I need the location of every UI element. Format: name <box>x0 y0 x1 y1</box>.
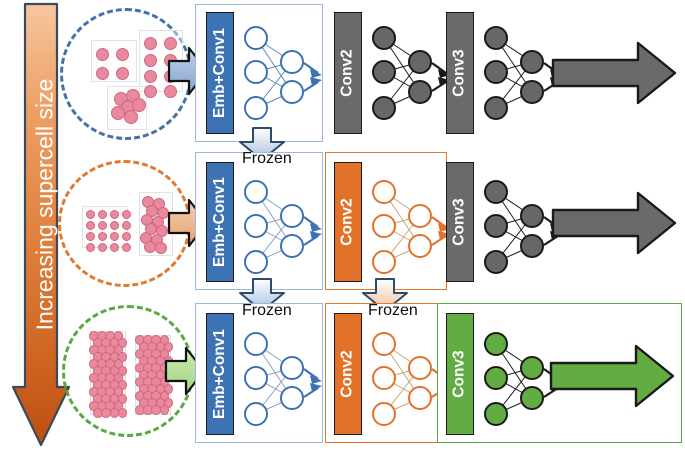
frozen-label-row3-embconv1: Frozen <box>242 302 292 319</box>
output-arrow-row2 <box>551 191 677 255</box>
conv-bar-row2-conv2[interactable]: Conv2 <box>334 162 362 282</box>
conv-bar-row1-embconv1[interactable]: Emb+Conv1 <box>206 12 234 134</box>
conv-bar-row1-conv2[interactable]: Conv2 <box>334 12 362 134</box>
conv-bar-label: Conv2 <box>339 198 356 246</box>
conv-bar-label: Conv2 <box>339 350 356 398</box>
frozen-label-row2-embconv1: Frozen <box>242 150 292 167</box>
atom-cluster-row2 <box>58 160 191 287</box>
network-row2-conv2 <box>366 176 452 280</box>
atom <box>159 405 170 415</box>
conv-bar-label: Emb+Conv1 <box>211 27 229 119</box>
conv-bar-row3-embconv1[interactable]: Emb+Conv1 <box>206 313 234 435</box>
conv-bar-label: Conv3 <box>451 350 468 398</box>
atom-cluster-row3 <box>62 305 194 437</box>
conv-bar-label: Conv3 <box>451 198 468 246</box>
conv-bar-row2-conv3[interactable]: Conv3 <box>446 162 474 282</box>
output-arrow-row3 <box>549 344 675 408</box>
conv-bar-row3-conv3[interactable]: Conv3 <box>446 313 474 435</box>
frozen-label-row3-conv2: Frozen <box>368 302 418 319</box>
increasing-supercell-size-arrow: Increasing supercell size <box>11 2 71 447</box>
conv-bar-label: Emb+Conv1 <box>211 176 229 268</box>
conv-bar-row1-conv3[interactable]: Conv3 <box>446 12 474 134</box>
conv-bar-label: Conv2 <box>339 49 356 97</box>
conv-bar-label: Conv3 <box>451 49 468 97</box>
conv-bar-label: Emb+Conv1 <box>211 328 229 420</box>
atom <box>117 408 128 418</box>
transfer-arrow-embconv1-row1-row2 <box>239 127 285 161</box>
network-row2-embconv1 <box>238 176 324 280</box>
conv-bar-row2-embconv1[interactable]: Emb+Conv1 <box>206 162 234 282</box>
network-row1-embconv1 <box>238 22 324 126</box>
output-arrow-row1 <box>551 41 677 105</box>
network-row1-conv2 <box>366 22 452 126</box>
conv-bar-row3-conv2[interactable]: Conv2 <box>334 313 362 435</box>
transfer-arrow-conv2-row2-row3 <box>362 278 408 312</box>
transfer-arrow-embconv1-row2-row3 <box>239 278 285 312</box>
network-row3-embconv1 <box>238 328 324 432</box>
